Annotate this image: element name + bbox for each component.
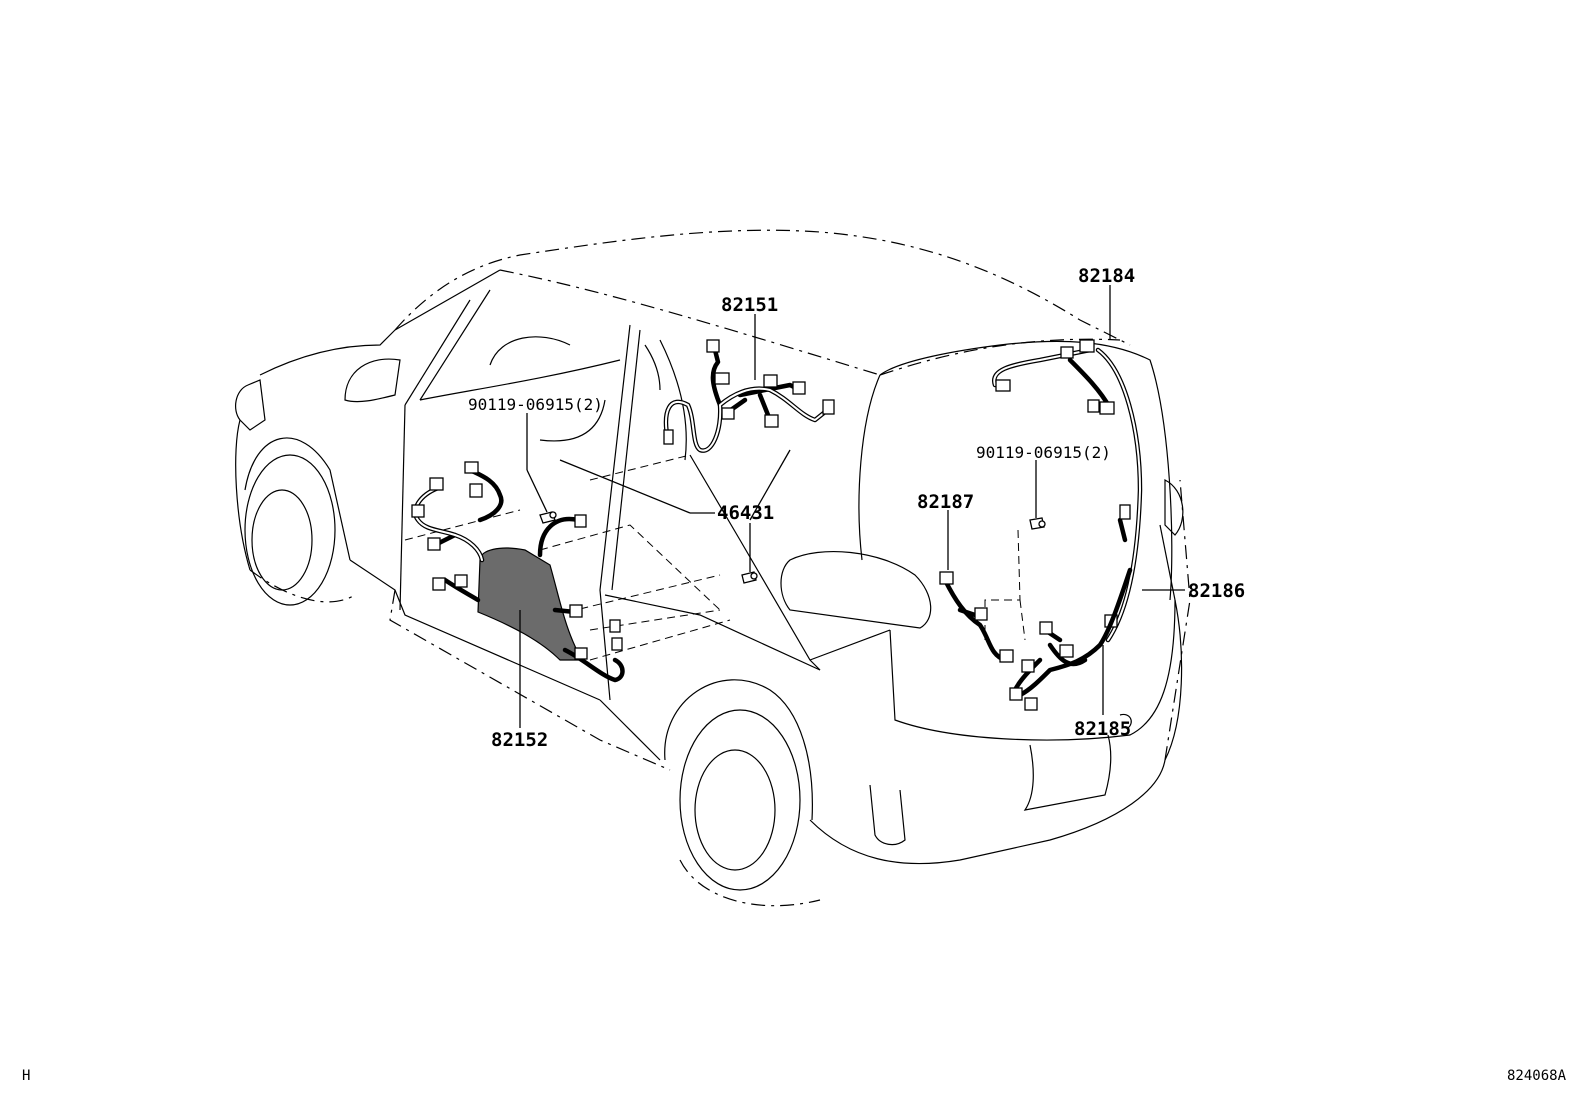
label-46431: 46431	[717, 502, 774, 524]
part-labels: 82151 82184 90119-06915(2) 90119-06915(2…	[468, 265, 1245, 751]
footer-left-code: H	[22, 1068, 30, 1084]
clip-90119-right[interactable]	[1029, 517, 1046, 530]
label-82152: 82152	[491, 729, 548, 751]
clip-90119-left[interactable]	[539, 511, 557, 524]
label-90119-left: 90119-06915(2)	[468, 395, 603, 414]
label-90119-right: 90119-06915(2)	[976, 443, 1111, 462]
label-82187: 82187	[917, 491, 974, 513]
label-82184: 82184	[1078, 265, 1135, 287]
harness-82185[interactable]	[1009, 567, 1133, 711]
footer-right-code: 824068A	[1507, 1068, 1567, 1084]
leader-lines	[519, 285, 1185, 728]
harness-82152[interactable]	[411, 461, 625, 683]
harness-82184[interactable]	[992, 339, 1115, 415]
harness-82151[interactable]	[663, 339, 835, 453]
label-82185: 82185	[1074, 718, 1131, 740]
harness-82187[interactable]	[939, 571, 1014, 663]
label-82186: 82186	[1188, 580, 1245, 602]
label-82151: 82151	[721, 294, 778, 316]
clip-46431[interactable]	[741, 571, 758, 584]
vehicle-outline	[234, 229, 1191, 907]
harness-82152-sheet	[477, 547, 584, 661]
